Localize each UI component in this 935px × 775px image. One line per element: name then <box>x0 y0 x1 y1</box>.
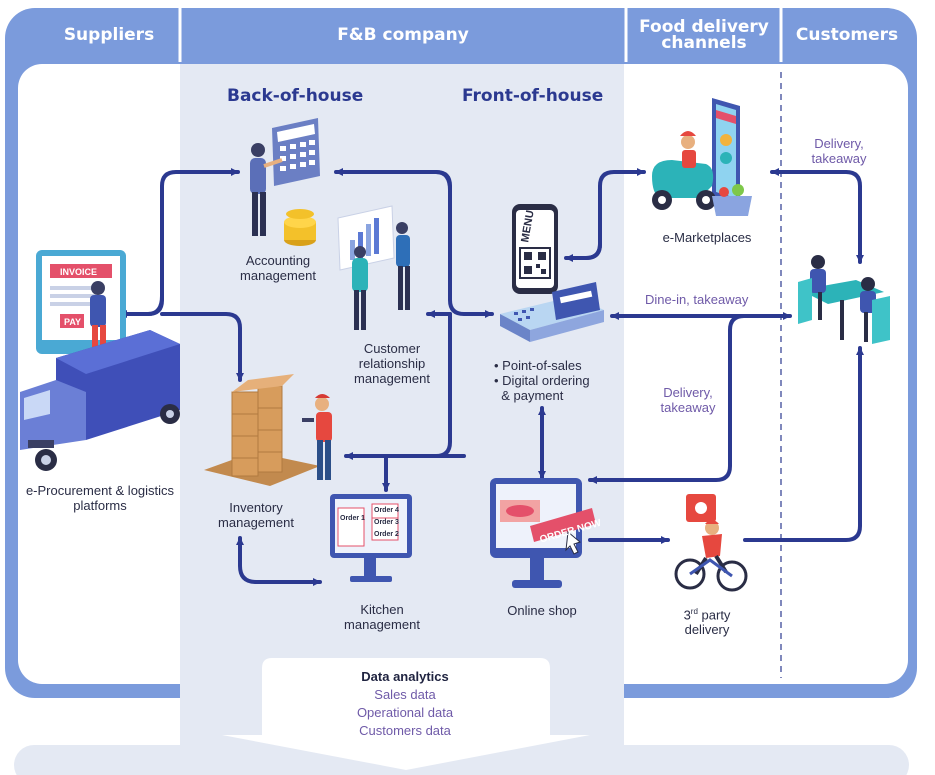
inventory-illustration <box>204 374 332 486</box>
crm-illustration <box>337 205 410 330</box>
customers-illustration <box>798 255 890 344</box>
subheader-front-of-house: Front-of-house <box>462 86 604 106</box>
arrow-3pd-to-customers <box>743 346 864 542</box>
label-kitchen-management: Kitchen management <box>344 602 420 632</box>
order-2-text: Order 2 <box>374 531 399 538</box>
accounting-illustration <box>250 118 320 246</box>
arrow-to-kitchen-back <box>382 454 466 492</box>
order-3-text: Order 3 <box>374 519 399 526</box>
order-1-text: Order 1 <box>340 515 365 522</box>
arrow-to-procurement <box>118 294 164 318</box>
label-pos-digital-ordering: • Point-of-sales • Digital ordering & pa… <box>494 358 590 403</box>
label-third-party-delivery: 3rd party delivery <box>662 604 752 637</box>
invoice-text: INVOICE <box>60 267 97 277</box>
arrow-to-inventory <box>160 312 244 382</box>
menu-text: MENU <box>519 209 536 243</box>
data-analytics-item: Operational data <box>356 705 454 720</box>
pos-line-1: • Point-of-sales <box>494 358 582 373</box>
label-eprocurement: e-Procurement & logistics platforms <box>25 483 175 513</box>
header-suppliers: Suppliers <box>63 25 155 45</box>
bottom-band <box>14 745 909 775</box>
label-accounting-management: Accounting management <box>240 253 316 283</box>
header-customers: Customers <box>795 25 899 45</box>
flow-label-dine-in-takeaway: Dine-in, takeaway <box>645 292 749 307</box>
label-emarketplaces: e-Marketplaces <box>662 230 752 245</box>
pos-illustration <box>500 204 604 342</box>
label-customer-relationship-management: Customer relationship management <box>354 341 430 386</box>
data-analytics-title: Data analytics <box>361 669 449 684</box>
header-food-delivery-channels: Food delivery channels <box>639 17 769 53</box>
data-analytics-item: Sales data <box>374 687 436 702</box>
tpd-rest: party <box>697 607 731 623</box>
pos-line-3: & payment <box>494 388 564 403</box>
flow-arrows <box>118 168 864 586</box>
header-fnb-company: F&B company <box>337 25 469 45</box>
emarketplaces-illustration <box>652 98 752 216</box>
eprocurement-illustration <box>20 250 180 471</box>
label-online-shop: Online shop <box>507 603 577 618</box>
label-inventory-management: Inventory management <box>218 500 294 530</box>
data-analytics-box: Data analytics Sales data Operational da… <box>260 660 550 740</box>
data-analytics-arrow <box>222 658 590 770</box>
pos-line-2: • Digital ordering <box>494 373 590 388</box>
arrow-customers-to-online-shop <box>588 314 782 484</box>
order-4-text: Order 4 <box>374 507 399 514</box>
flow-label-delivery-takeaway-mid: Delivery, takeaway <box>660 385 716 415</box>
tpd-line2: delivery <box>684 622 730 638</box>
arrow-to-kitchen <box>238 543 322 586</box>
flow-label-delivery-takeaway-top: Delivery, takeaway <box>811 136 867 166</box>
tpd-num: 3 <box>683 607 691 623</box>
tpd-sup: rd <box>690 607 698 616</box>
pay-text: PAY <box>64 317 81 327</box>
kitchen-illustration <box>330 494 412 582</box>
subheader-back-of-house: Back-of-house <box>227 86 364 106</box>
data-analytics-item: Customers data <box>359 723 451 738</box>
online-shop-illustration <box>490 478 596 588</box>
third-party-delivery-illustration <box>674 494 748 592</box>
arrow-to-accounting-back <box>334 168 452 192</box>
